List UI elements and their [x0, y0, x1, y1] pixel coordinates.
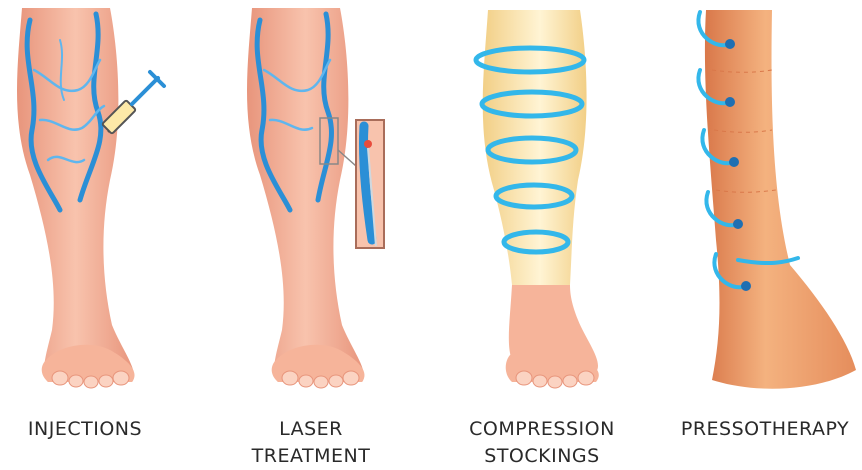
laser-inset-icon [356, 120, 384, 248]
injections-leg [17, 8, 164, 388]
caption-laser: LASER TREATMENT [236, 416, 386, 470]
caption-compression-line1: COMPRESSION [452, 416, 632, 443]
caption-injections: INJECTIONS [10, 416, 160, 443]
laser-leg [247, 8, 384, 388]
caption-injections-line1: INJECTIONS [10, 416, 160, 443]
caption-laser-line1: LASER [236, 416, 386, 443]
compression-leg [476, 10, 599, 388]
caption-laser-line2: TREATMENT [236, 443, 386, 470]
caption-compression-line2: STOCKINGS [452, 443, 632, 470]
caption-pressotherapy: PRESSOTHERAPY [670, 416, 860, 443]
pressotherapy-leg [698, 10, 856, 389]
caption-pressotherapy-line1: PRESSOTHERAPY [670, 416, 860, 443]
caption-compression: COMPRESSION STOCKINGS [452, 416, 632, 470]
